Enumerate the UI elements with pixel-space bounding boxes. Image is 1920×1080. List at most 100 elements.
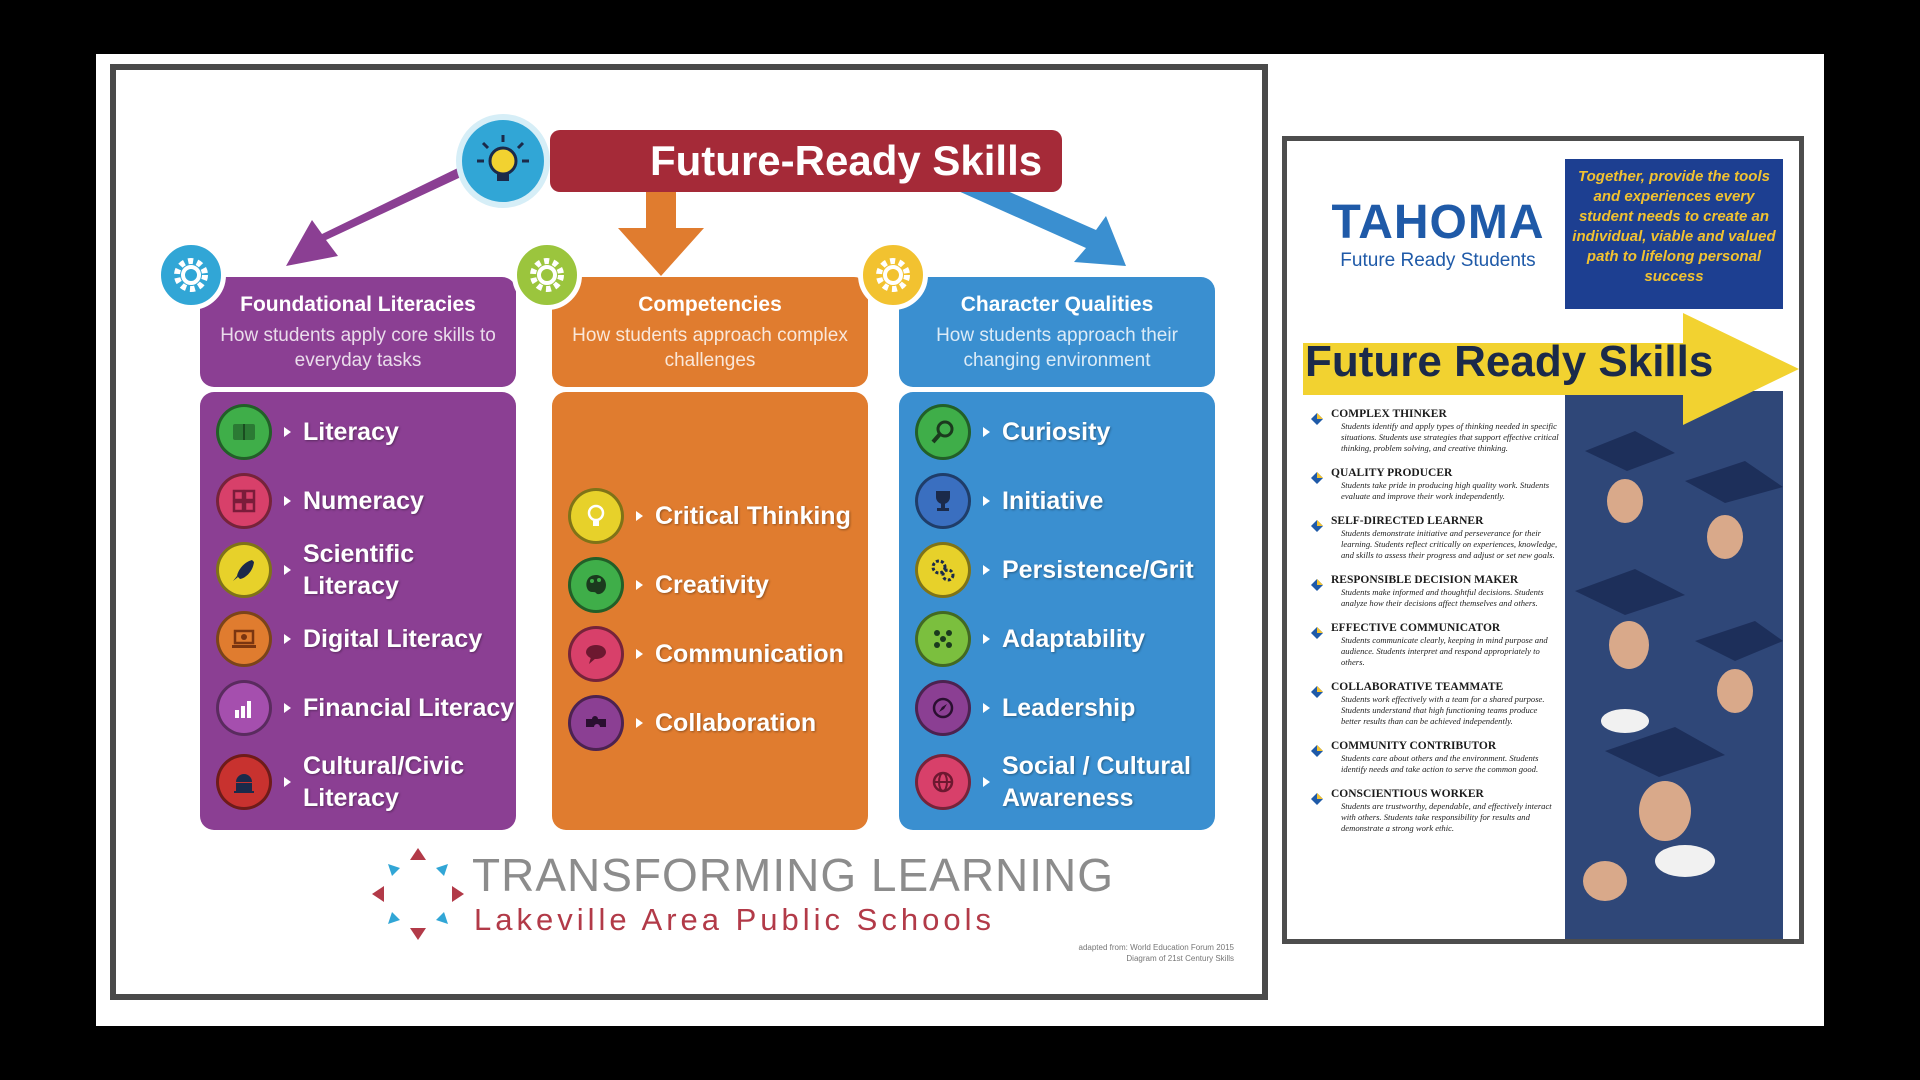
skill-description: Students care about others and the envir… bbox=[1341, 753, 1539, 774]
list-item: Critical Thinking bbox=[568, 488, 851, 544]
list-item: Digital Literacy bbox=[216, 611, 482, 667]
item-label: Critical Thinking bbox=[655, 502, 851, 530]
column-heading: Foundational Literacies bbox=[240, 293, 476, 316]
column-subheading: How students approach their changing env… bbox=[936, 325, 1178, 371]
list-item: Social / Cultural Awareness bbox=[915, 749, 1192, 815]
column-subheading: How students approach complex challenges bbox=[572, 325, 848, 371]
column-heading: Competencies bbox=[638, 293, 782, 316]
diamond-icon bbox=[1311, 686, 1323, 698]
diamond-icon bbox=[1311, 472, 1323, 484]
item-label: Initiative bbox=[1002, 487, 1104, 515]
logo-title: TRANSFORMING LEARNING bbox=[472, 849, 1115, 901]
item-label: Financial Literacy bbox=[303, 694, 515, 722]
tahoma-logo: TAHOMA Future Ready Students bbox=[1323, 195, 1553, 272]
infographic-title: Future-Ready Skills bbox=[550, 130, 1062, 192]
tahoma-future-ready-poster: TAHOMA Future Ready Students Together, p… bbox=[1282, 136, 1804, 944]
transforming-learning-logo: TRANSFORMING LEARNING Lakeville Area Pub… bbox=[368, 844, 1113, 954]
item-label: Leadership bbox=[1002, 694, 1136, 722]
lightbulb-icon bbox=[456, 114, 550, 208]
arrows-logo-icon bbox=[372, 848, 464, 940]
list-item: Creativity bbox=[568, 557, 769, 613]
list-item: COMPLEX THINKER Students identify and ap… bbox=[1309, 407, 1559, 454]
skill-title: EFFECTIVE COMMUNICATOR bbox=[1331, 622, 1501, 634]
source-credit: adapted from: World Education Forum 2015… bbox=[1078, 943, 1235, 963]
skill-description: Students communicate clearly, keeping in… bbox=[1341, 635, 1548, 667]
list-item: Curiosity bbox=[915, 404, 1110, 460]
skill-description: Students are trustworthy, dependable, an… bbox=[1341, 801, 1552, 833]
palette-icon bbox=[568, 557, 624, 613]
item-label: Digital Literacy bbox=[303, 625, 483, 653]
gears-icon bbox=[915, 542, 971, 598]
skill-description: Students take pride in producing high qu… bbox=[1341, 480, 1550, 501]
list-item: Financial Literacy bbox=[216, 680, 514, 736]
diamond-icon bbox=[1311, 627, 1323, 639]
list-item: Leadership bbox=[915, 680, 1135, 736]
lightbulb-icon bbox=[568, 488, 624, 544]
brand-subtitle: Future Ready Students bbox=[1340, 250, 1536, 271]
skill-title: COMMUNITY CONTRIBUTOR bbox=[1331, 740, 1497, 752]
rocket-icon bbox=[216, 542, 272, 598]
banner-title: Future Ready Skills bbox=[1305, 337, 1714, 386]
skill-title: QUALITY PRODUCER bbox=[1331, 467, 1453, 479]
graduates-photo bbox=[1565, 391, 1783, 939]
list-item: QUALITY PRODUCER Students take pride in … bbox=[1309, 466, 1559, 502]
list-item: Initiative bbox=[915, 473, 1103, 529]
skill-title: CONSCIENTIOUS WORKER bbox=[1331, 788, 1484, 800]
list-item: COLLABORATIVE TEAMMATE Students work eff… bbox=[1309, 680, 1559, 727]
column-header-character: Character Qualities How students approac… bbox=[899, 277, 1215, 387]
skill-description: Students identify and apply types of thi… bbox=[1341, 421, 1559, 453]
laptop-icon bbox=[216, 611, 272, 667]
skill-title: RESPONSIBLE DECISION MAKER bbox=[1331, 574, 1519, 586]
puzzle-icon bbox=[568, 695, 624, 751]
magnifier-icon bbox=[915, 404, 971, 460]
item-label: Curiosity bbox=[1002, 418, 1111, 446]
future-ready-skills-infographic: Future-Ready Skills Foundational Literac… bbox=[110, 64, 1268, 1000]
grid-icon bbox=[216, 473, 272, 529]
list-item: Collaboration bbox=[568, 695, 816, 751]
item-label: Social / Cultural Awareness bbox=[1002, 752, 1191, 812]
diamond-icon bbox=[1311, 579, 1323, 591]
column-heading: Character Qualities bbox=[960, 293, 1154, 316]
tagline: Together, provide the tools and experien… bbox=[1565, 159, 1783, 309]
gear-icon bbox=[512, 240, 582, 310]
globe-icon bbox=[915, 754, 971, 810]
list-item: COMMUNITY CONTRIBUTOR Students care abou… bbox=[1309, 739, 1559, 775]
item-label: Numeracy bbox=[303, 487, 424, 515]
brand-name: TAHOMA bbox=[1331, 196, 1545, 249]
skill-title: COLLABORATIVE TEAMMATE bbox=[1331, 681, 1504, 693]
gear-icon bbox=[156, 240, 226, 310]
logo-subtitle: Lakeville Area Public Schools bbox=[474, 902, 995, 937]
list-item: EFFECTIVE COMMUNICATOR Students communic… bbox=[1309, 621, 1559, 668]
column-subheading: How students apply core skills to everyd… bbox=[220, 325, 496, 371]
item-label: Adaptability bbox=[1002, 625, 1146, 653]
item-label: Literacy bbox=[303, 418, 399, 446]
speech-bubble-icon bbox=[568, 626, 624, 682]
skills-list: COMPLEX THINKER Students identify and ap… bbox=[1309, 407, 1559, 846]
list-item: Scientific Literacy bbox=[216, 540, 516, 600]
banner-arrow bbox=[1303, 313, 1799, 425]
column-header-foundational: Foundational Literacies How students app… bbox=[200, 277, 516, 387]
bar-chart-icon bbox=[216, 680, 272, 736]
capitol-icon bbox=[216, 754, 272, 810]
trophy-icon bbox=[915, 473, 971, 529]
list-item: Communication bbox=[568, 626, 844, 682]
list-item: CONSCIENTIOUS WORKER Students are trustw… bbox=[1309, 787, 1559, 834]
item-label: Creativity bbox=[655, 571, 769, 599]
gear-icon bbox=[858, 240, 928, 310]
skill-description: Students work effectively with a team fo… bbox=[1341, 694, 1545, 726]
people-icon bbox=[915, 611, 971, 667]
column-character-qualities: Curiosity Initiative Persistence/Grit Ad… bbox=[899, 392, 1215, 830]
book-icon bbox=[216, 404, 272, 460]
list-item: Adaptability bbox=[915, 611, 1145, 667]
item-label: Cultural/Civic Literacy bbox=[303, 752, 465, 812]
column-foundational-literacies: Literacy Numeracy Scientific Literacy Di… bbox=[200, 392, 516, 830]
item-label: Persistence/Grit bbox=[1002, 556, 1194, 584]
compass-icon bbox=[915, 680, 971, 736]
skill-description: Students make informed and thoughtful de… bbox=[1341, 587, 1544, 608]
skill-title: SELF-DIRECTED LEARNER bbox=[1331, 515, 1484, 527]
diamond-icon bbox=[1311, 520, 1323, 532]
list-item: Cultural/Civic Literacy bbox=[216, 749, 473, 815]
diamond-icon bbox=[1311, 745, 1323, 757]
skill-title: COMPLEX THINKER bbox=[1331, 408, 1447, 420]
item-label: Scientific Literacy bbox=[303, 540, 415, 600]
